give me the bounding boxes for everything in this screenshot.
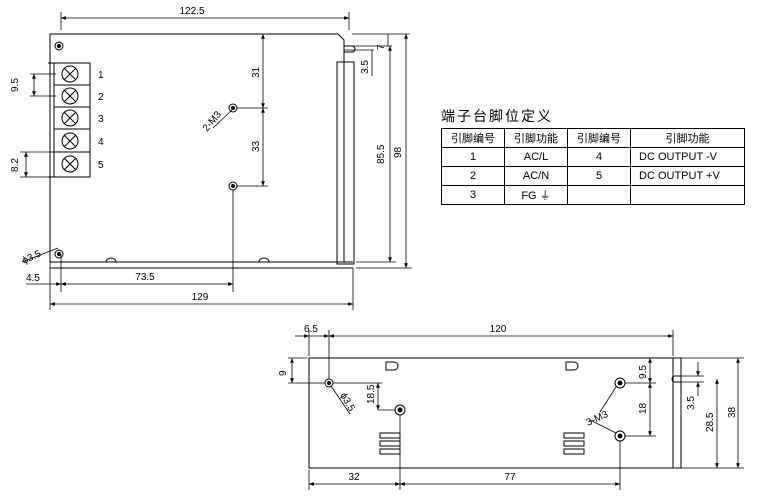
pin-table: 引脚编号 引脚功能 引脚编号 引脚功能 1 AC/L 4 DC OUTPUT -… <box>441 128 745 205</box>
pin-function: DC OUTPUT -V <box>630 147 745 167</box>
top-view: 122.5 7 3.5 9.5 8.2 31 33 2-M3 85.5 98 ϕ… <box>10 6 412 310</box>
column-header: 引脚编号 <box>567 128 631 148</box>
dim-inner-height: 85.5 <box>376 144 387 164</box>
table-row: 2 AC/N 5 DC OUTPUT +V <box>441 166 745 186</box>
pin-number: 5 <box>567 166 631 186</box>
column-header: 引脚编号 <box>441 128 505 148</box>
pin-function: DC OUTPUT +V <box>630 166 745 186</box>
terminal-block <box>53 62 91 178</box>
dim-terminal-pitch: 9.5 <box>10 78 21 92</box>
terminal-number: 2 <box>98 92 104 103</box>
top-view-housing <box>49 33 345 263</box>
dim-left-offset: 6.5 <box>304 324 318 335</box>
pin-definition-panel: 端子台脚位定义 引脚编号 引脚功能 引脚编号 引脚功能 1 AC/L 4 DC … <box>441 106 745 205</box>
pin-number: 4 <box>567 147 631 167</box>
pin-function: AC/N <box>504 166 568 186</box>
dim-hole-x: 32 <box>348 472 360 483</box>
dim-upper-hole: 31 <box>251 66 262 78</box>
table-row: 1 AC/L 4 DC OUTPUT -V <box>441 147 745 167</box>
dim-overall-height: 38 <box>727 406 738 418</box>
dim-right-offset: 7 <box>376 44 387 50</box>
dim-hole-dia: ϕ3.5 <box>21 248 44 266</box>
screw-label: 3-M3 <box>585 409 611 429</box>
dim-hole-x: 73.5 <box>135 272 155 283</box>
dim-right-hole-gap: 18 <box>638 402 649 414</box>
screw-label: 2-M3 <box>201 109 224 134</box>
pin-function: AC/L <box>504 147 568 167</box>
pin-number: 2 <box>441 166 505 186</box>
dim-overall-width: 122.5 <box>179 6 204 17</box>
dim-hole-pitch: 33 <box>251 140 262 152</box>
column-header: 引脚功能 <box>504 128 568 148</box>
dim-left-offset: 4.5 <box>26 273 40 284</box>
pin-number: 3 <box>441 185 505 205</box>
dim-hole-dia: ϕ3.5 <box>337 391 356 414</box>
terminal-screws <box>54 65 90 173</box>
top-view-corner-hole <box>54 41 64 51</box>
dim-terminal-edge: 8.2 <box>10 158 21 172</box>
pin-table-title: 端子台脚位定义 <box>441 109 553 125</box>
terminal-number: 1 <box>98 70 104 81</box>
dim-hole-gap: 18.5 <box>366 384 377 404</box>
dim-hole-spacing: 77 <box>504 472 516 483</box>
top-view-side-flange <box>336 61 355 265</box>
terminal-number: 5 <box>98 160 104 171</box>
pin-number: 1 <box>441 147 505 167</box>
table-row: 3 FG ⏚ <box>441 185 745 205</box>
pin-function <box>630 185 745 205</box>
terminal-number: 3 <box>98 114 104 125</box>
dim-right-hole-top: 9.5 <box>638 365 649 379</box>
pin-function: FG ⏚ <box>504 185 568 205</box>
pin-number <box>567 185 631 205</box>
top-view-corner-hole <box>54 249 64 259</box>
table-header-row: 引脚编号 引脚功能 引脚编号 引脚功能 <box>441 128 745 148</box>
dim-overall-height: 98 <box>393 146 404 158</box>
dim-slot-offset: 3.5 <box>360 60 371 74</box>
terminal-number: 4 <box>98 137 104 148</box>
dim-inner-height: 28.5 <box>705 412 716 432</box>
dim-slot-offset: 3.5 <box>686 396 697 410</box>
column-header: 引脚功能 <box>630 128 745 148</box>
bottom-view: 6.5 120 9 18.5 ϕ3.5 9.5 18 3-M3 3.5 28.5… <box>278 324 744 490</box>
bottom-view-housing <box>308 357 682 469</box>
dim-base-width: 129 <box>192 292 209 303</box>
dim-overall-width: 120 <box>490 324 507 335</box>
dim-hole-y: 9 <box>278 370 289 376</box>
